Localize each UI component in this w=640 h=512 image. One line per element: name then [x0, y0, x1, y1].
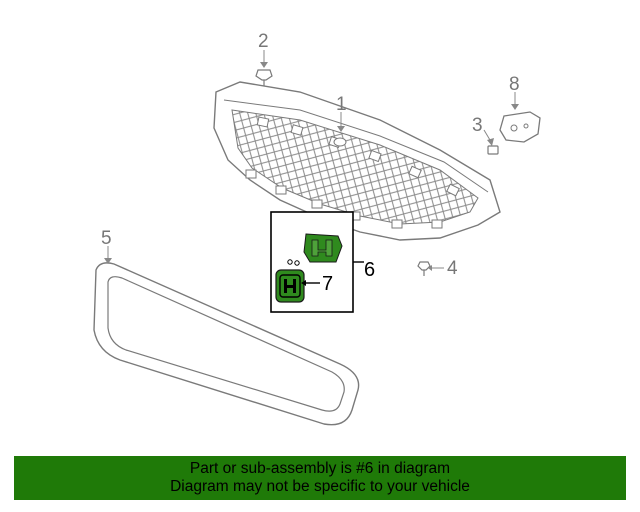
emblem-box-part-6 — [270, 211, 364, 313]
clip-part-2 — [255, 50, 273, 86]
footer-line-1: Part or sub-assembly is #6 in diagram — [189, 460, 451, 477]
callout-2: 2 — [258, 31, 269, 52]
screw-part-4 — [417, 261, 444, 276]
callout-5: 5 — [101, 228, 112, 249]
molding-part-5 — [93, 246, 360, 426]
callout-6: 6 — [364, 259, 375, 281]
grille-part-1 — [213, 81, 501, 241]
callout-7: 7 — [322, 273, 333, 295]
footer-banner: Part or sub-assembly is #6 in diagram Di… — [14, 456, 626, 500]
callout-4: 4 — [447, 258, 458, 279]
callout-1: 1 — [336, 94, 347, 115]
bracket-part-8 — [499, 92, 541, 143]
callout-3: 3 — [472, 115, 483, 136]
footer-line-2: Diagram may not be specific to your vehi… — [170, 478, 470, 495]
clip-part-3 — [483, 129, 499, 155]
callout-8: 8 — [509, 74, 520, 95]
